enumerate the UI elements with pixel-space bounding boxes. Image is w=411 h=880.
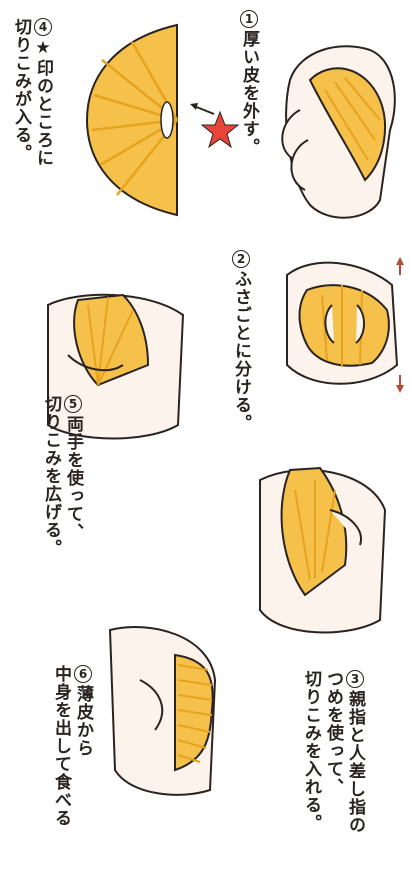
step-2-illustration	[272, 255, 407, 395]
step-6-caption: 6薄皮から 中身を出して食べる	[50, 665, 94, 875]
step-1-illustration	[270, 20, 405, 230]
step-2-caption: 2ふさごとに分ける。	[230, 250, 252, 450]
step-3-illustration	[250, 460, 390, 640]
step-6-illustration	[100, 620, 220, 800]
arrow-icon	[186, 100, 216, 120]
step-4-caption: 4★印のところに 切りこみが入る。	[10, 18, 54, 238]
step-5-caption: 5両手を使って、 切りこみを広げる。	[40, 395, 84, 595]
step-1-caption: 1厚い皮を外す。	[238, 10, 260, 240]
step-4-illustration	[82, 20, 187, 220]
step-3-caption: 3親指と人差し指の つめを使って、 切りこみを入れる。	[300, 670, 366, 880]
